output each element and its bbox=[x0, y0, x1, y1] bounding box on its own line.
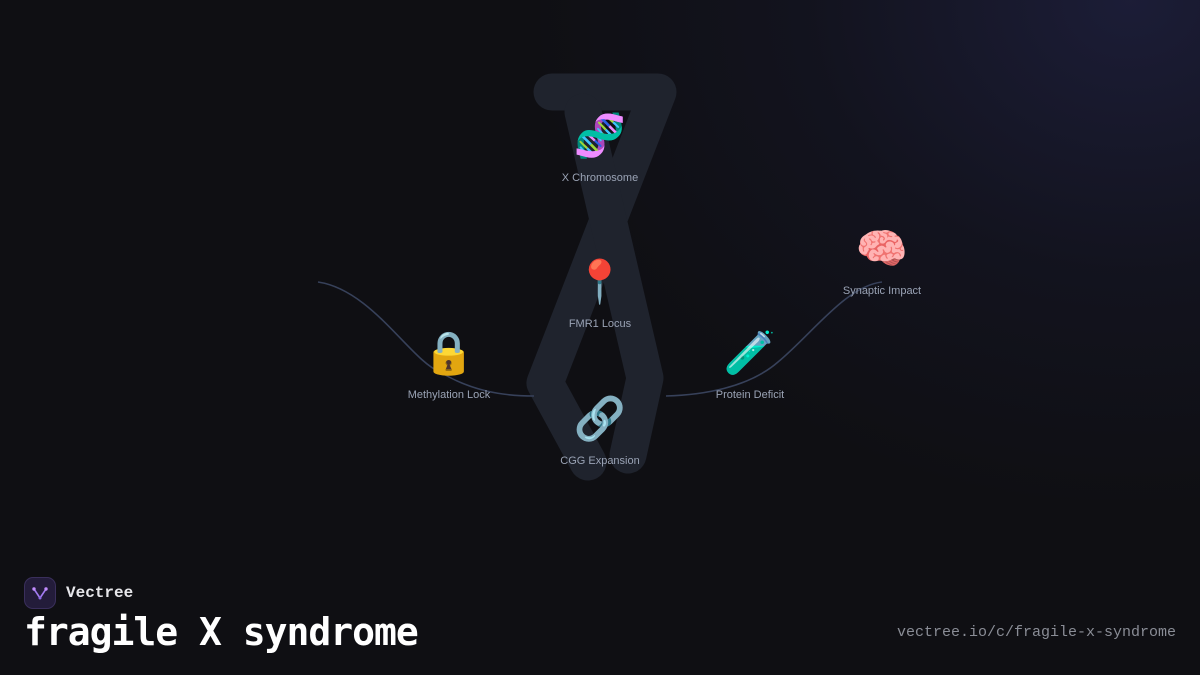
test-tube-icon: 🧪 bbox=[723, 328, 777, 377]
node-synaptic-impact[interactable]: 🧠 Synaptic Impact bbox=[802, 224, 962, 298]
brand[interactable]: Vectree bbox=[24, 577, 133, 609]
node-label: FMR1 Locus bbox=[568, 318, 632, 330]
node-label: Protein Deficit bbox=[715, 389, 785, 401]
connector-left bbox=[317, 281, 535, 397]
node-label: Synaptic Impact bbox=[842, 285, 922, 297]
dna-icon: 🧬 bbox=[573, 111, 627, 160]
vectree-logo-icon bbox=[24, 577, 56, 609]
node-x-chromosome[interactable]: 🧬 X Chromosome bbox=[520, 111, 680, 185]
brain-icon: 🧠 bbox=[855, 224, 909, 273]
node-fmr1-locus[interactable]: 📍 FMR1 Locus bbox=[520, 257, 680, 331]
connector-right bbox=[665, 281, 883, 397]
node-label: CGG Expansion bbox=[560, 455, 640, 467]
page-title: fragile X syndrome bbox=[24, 610, 419, 654]
brand-name: Vectree bbox=[66, 584, 134, 602]
lock-icon: 🔒 bbox=[422, 328, 476, 377]
chromosome-shape-right-arm bbox=[564, 93, 664, 474]
node-protein-deficit[interactable]: 🧪 Protein Deficit bbox=[670, 328, 830, 402]
link-icon: 🔗 bbox=[573, 394, 627, 443]
node-cgg-expansion[interactable]: 🔗 CGG Expansion bbox=[520, 394, 680, 468]
pin-icon: 📍 bbox=[573, 257, 627, 306]
node-methylation-lock[interactable]: 🔒 Methylation Lock bbox=[369, 328, 529, 402]
node-label: Methylation Lock bbox=[407, 389, 491, 401]
page-url[interactable]: vectree.io/c/fragile-x-syndrome bbox=[896, 624, 1176, 641]
node-label: X Chromosome bbox=[561, 172, 639, 184]
